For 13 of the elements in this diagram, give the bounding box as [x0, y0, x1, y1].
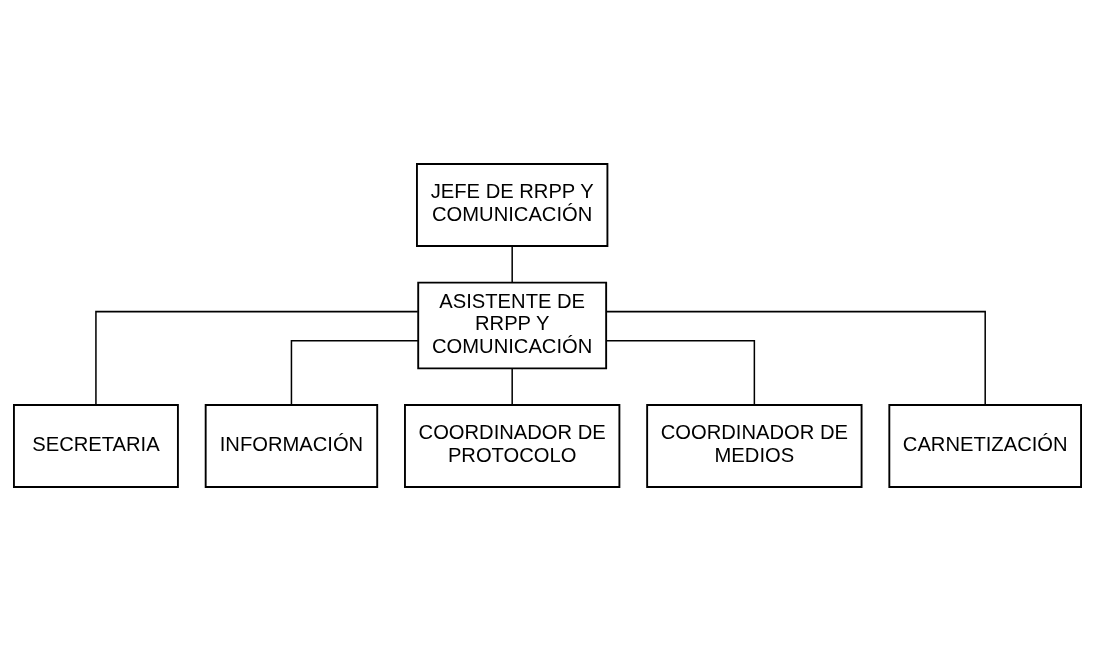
node-box: INFORMACIÓN — [204, 404, 379, 488]
connector — [95, 310, 419, 406]
node-box: JEFE DE RRPP Y COMUNICACIÓN — [416, 163, 609, 247]
connector — [605, 339, 756, 406]
node-box: COORDINADOR DE MEDIOS — [646, 404, 863, 488]
connector — [605, 310, 986, 406]
connector — [511, 367, 513, 406]
node-box: COORDINADOR DE PROTOCOLO — [404, 404, 621, 488]
node-box: CARNETIZACIÓN — [888, 404, 1082, 488]
connector — [290, 339, 419, 406]
node-box: ASISTENTE DE RRPP Y COMUNICACIÓN — [417, 281, 608, 370]
connector — [511, 245, 513, 284]
node-box: SECRETARIA — [13, 404, 179, 488]
